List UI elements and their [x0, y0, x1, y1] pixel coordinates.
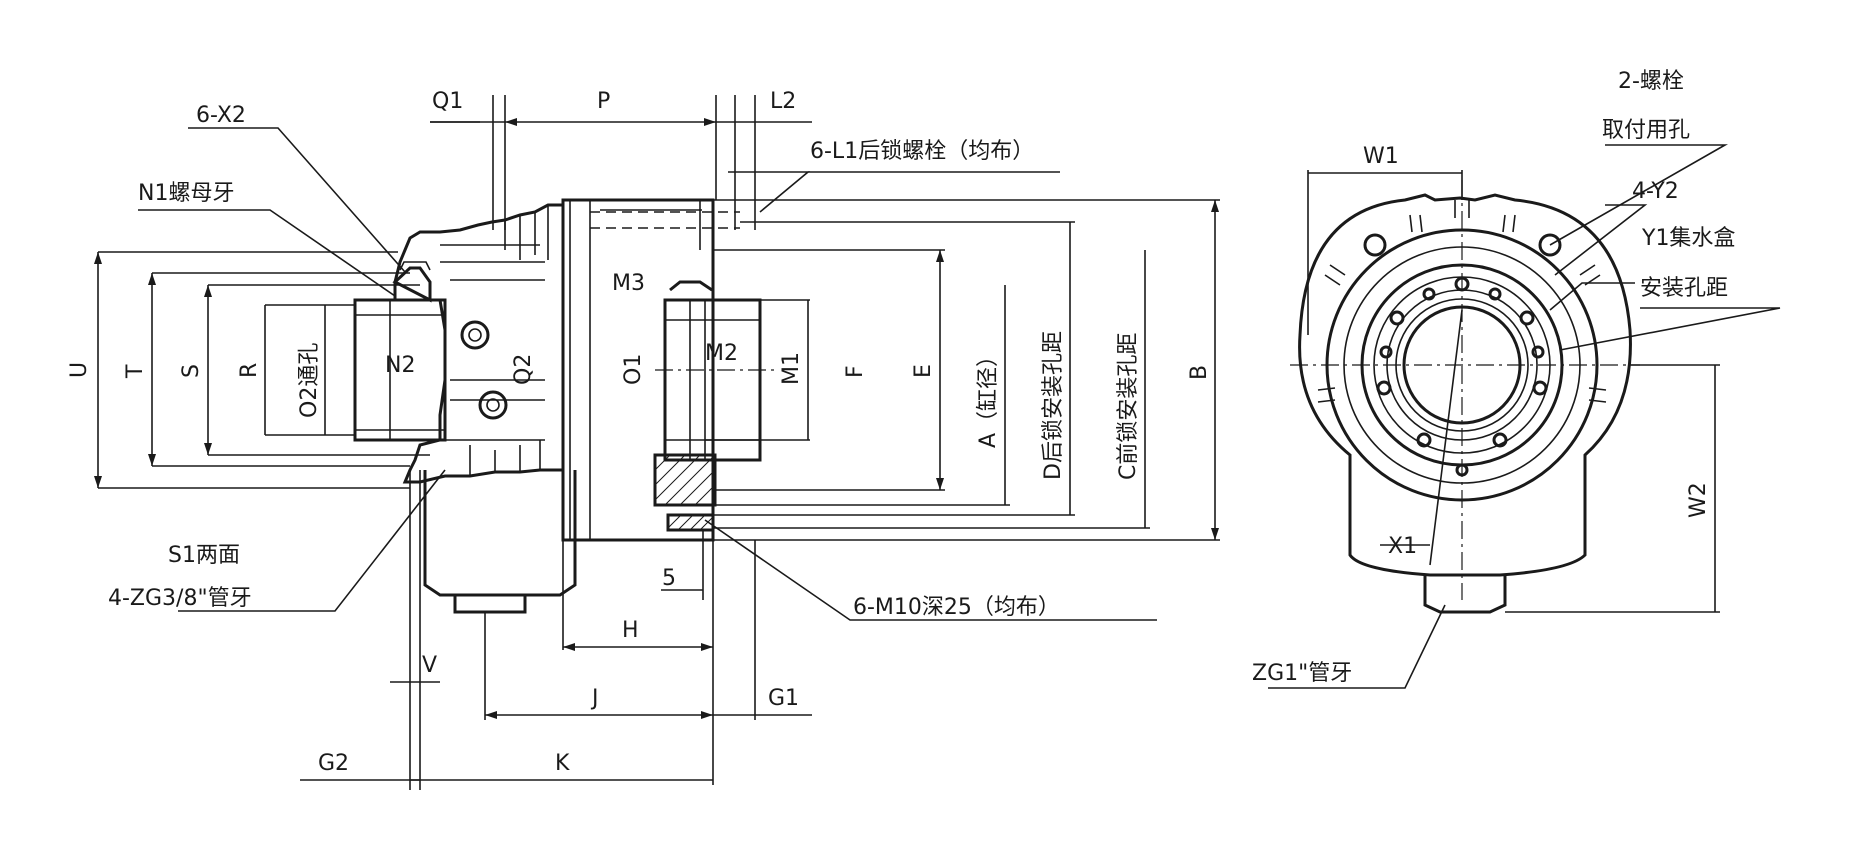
label-y2: 4-Y2: [1632, 179, 1679, 204]
label-p: P: [597, 89, 610, 114]
water-box: [423, 470, 577, 597]
label-n2: N2: [385, 353, 415, 378]
label-m3: M3: [612, 271, 645, 296]
label-g1: G1: [768, 686, 799, 711]
label-q2: Q2: [511, 354, 536, 385]
label-s: S: [179, 364, 204, 378]
labels: Q1 P L2 6-X2 N1螺母牙 6-L1后锁螺栓（均布） S1两面 4-Z…: [67, 69, 1735, 776]
piston-section-hatch: [653, 453, 717, 532]
label-d: D后锁安装孔距: [1041, 331, 1066, 480]
label-m1: M1: [779, 352, 804, 385]
label-h: H: [622, 618, 639, 643]
port-plug-lower: [478, 390, 508, 420]
label-o2: O2通孔: [297, 343, 322, 418]
label-pitch: 安装孔距: [1640, 276, 1728, 301]
label-j: J: [590, 686, 599, 711]
label-k: K: [555, 751, 570, 776]
label-zg1: ZG1"管牙: [1252, 661, 1352, 686]
callout-x2: 6-X2: [196, 103, 246, 128]
label-u: U: [67, 362, 92, 378]
front-view: [1268, 144, 1781, 689]
mount-bolt-right: [1538, 233, 1562, 257]
label-o1: O1: [621, 354, 646, 385]
rotary-joint: [353, 298, 447, 442]
callout-n1: N1螺母牙: [138, 181, 234, 206]
label-v: V: [422, 653, 437, 678]
label-f: F: [843, 365, 868, 378]
callout-l1: 6-L1后锁螺栓（均布）: [810, 139, 1034, 164]
label-5: 5: [662, 566, 676, 591]
front-flange: [1298, 193, 1632, 577]
label-t: T: [123, 364, 148, 379]
label-x1: X1: [1388, 534, 1417, 559]
label-m2: M2: [705, 341, 738, 366]
callout-m10: 6-M10深25（均布）: [853, 595, 1060, 620]
label-r: R: [237, 363, 262, 378]
label-bolt-hole: 取付用孔: [1602, 118, 1690, 143]
label-a: A（缸径）: [976, 345, 1001, 448]
label-b: B: [1187, 365, 1212, 380]
label-l2: L2: [770, 89, 796, 114]
label-w2: W2: [1686, 482, 1711, 518]
label-bolt2: 2-螺栓: [1618, 69, 1684, 94]
callout-s1: S1两面: [168, 543, 240, 568]
label-q1: Q1: [432, 89, 463, 114]
port-plug-upper: [460, 320, 490, 350]
label-g2: G2: [318, 751, 349, 776]
side-view: [94, 95, 1220, 790]
label-e: E: [911, 364, 936, 378]
mount-bolt-left: [1363, 233, 1387, 257]
label-w1: W1: [1363, 144, 1399, 169]
label-c: C前锁安装孔距: [1116, 333, 1141, 480]
label-y1: Y1集水盒: [1641, 226, 1735, 251]
callout-zg38: 4-ZG3/8"管牙: [108, 586, 252, 611]
